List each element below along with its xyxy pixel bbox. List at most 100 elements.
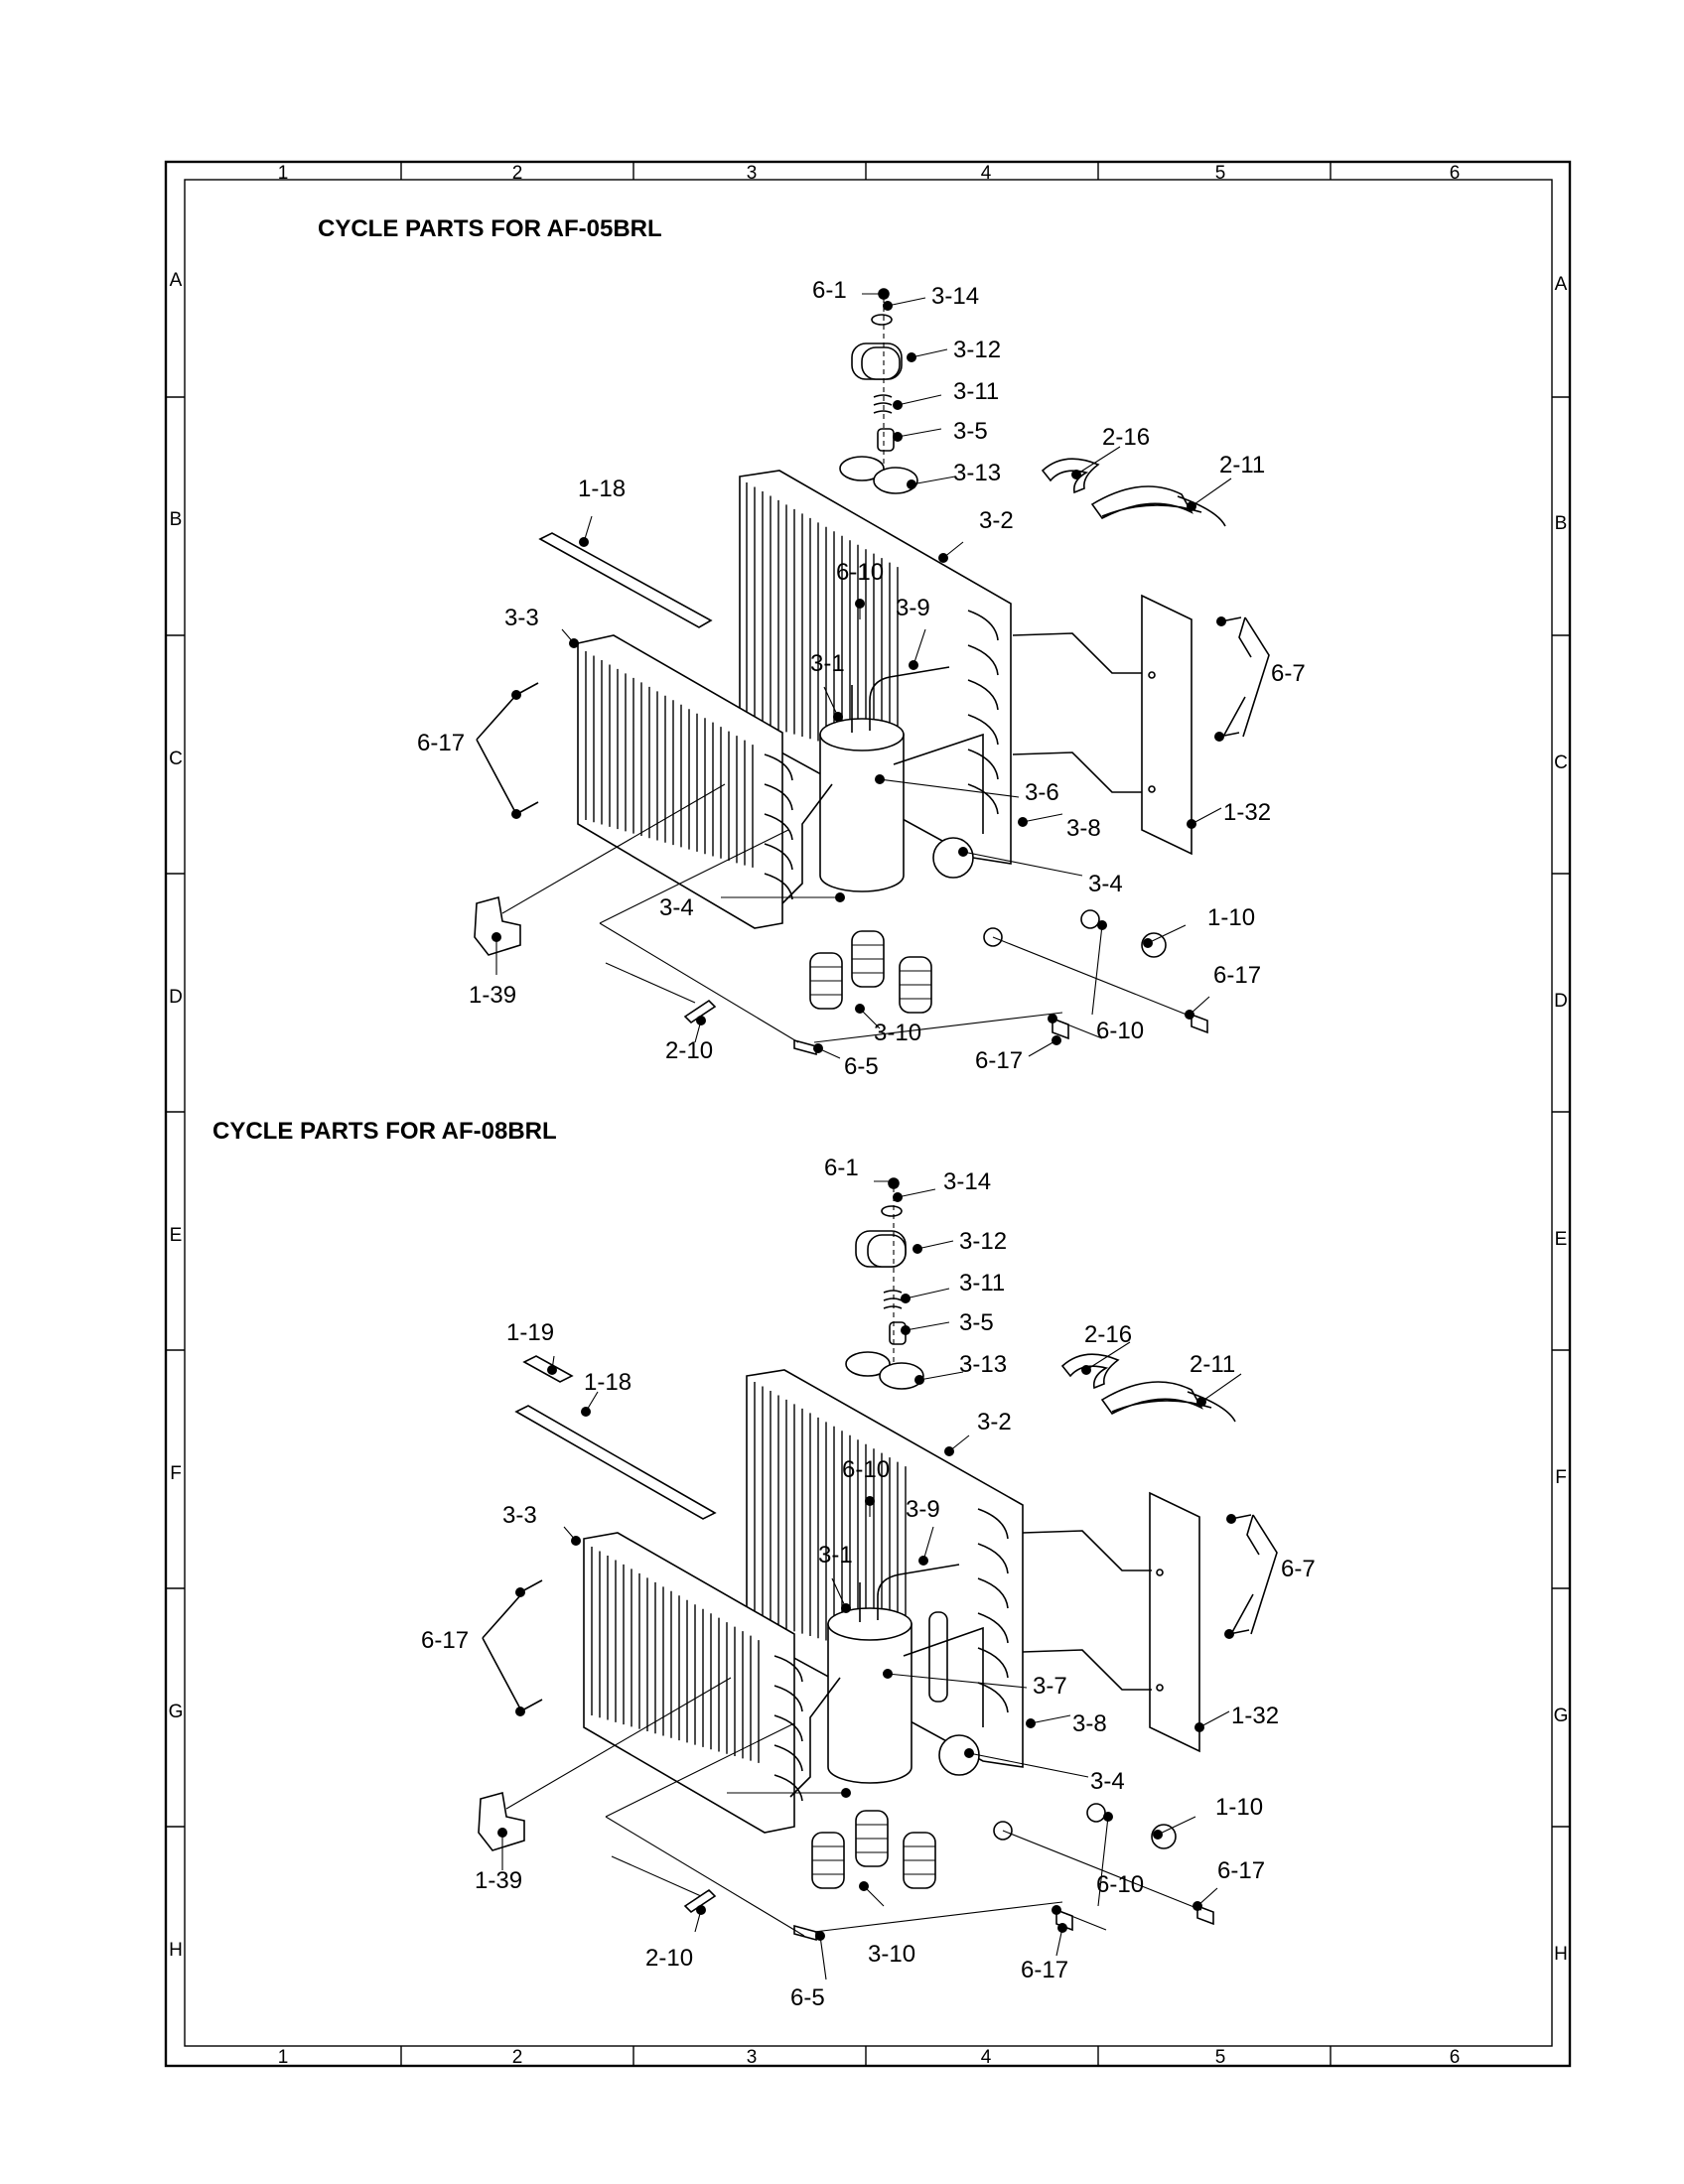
column-label: 2 bbox=[512, 163, 523, 184]
leader-dot bbox=[1143, 938, 1153, 948]
callout: 3-10 bbox=[874, 1020, 921, 1046]
leader-dot bbox=[901, 1325, 911, 1335]
rubber-feet bbox=[811, 1810, 936, 1889]
leader-dot bbox=[1153, 1830, 1163, 1840]
row-label: C bbox=[1554, 752, 1568, 773]
leader-dot bbox=[1194, 1722, 1204, 1732]
leader-dot bbox=[855, 1004, 865, 1014]
leader-dot bbox=[889, 1178, 899, 1188]
compressor bbox=[789, 1564, 984, 1798]
callout: 3-14 bbox=[931, 283, 979, 310]
leader-dot bbox=[875, 774, 885, 784]
leader-dot bbox=[914, 1375, 924, 1385]
leader-dot bbox=[879, 289, 889, 299]
leader-dot bbox=[833, 712, 843, 722]
callout: 2-11 bbox=[1190, 1351, 1235, 1378]
leader-dot bbox=[835, 892, 845, 902]
leader-dot bbox=[581, 1407, 591, 1417]
callout: 2-10 bbox=[665, 1037, 713, 1064]
column-label: 5 bbox=[1215, 2047, 1226, 2068]
leader-dot bbox=[1185, 1010, 1194, 1020]
column-label: 5 bbox=[1215, 163, 1226, 184]
callout: 3-4 bbox=[659, 894, 694, 921]
valve-stack bbox=[845, 1177, 924, 1390]
column-label: 6 bbox=[1450, 163, 1461, 184]
grid-ticks bbox=[166, 162, 1570, 2066]
row-label: A bbox=[1555, 274, 1568, 295]
row-label: B bbox=[170, 509, 183, 530]
row-label: E bbox=[170, 1225, 183, 1246]
leader-dot bbox=[1048, 1014, 1057, 1024]
evaporator-coil bbox=[577, 634, 793, 929]
diagram-af-08brl: CYCLE PARTS FOR AF-08BRL bbox=[212, 1118, 1316, 2011]
leader-dot bbox=[958, 847, 968, 857]
leader-dot bbox=[511, 809, 521, 819]
leader-dot bbox=[1052, 1035, 1061, 1045]
mount-bracket bbox=[474, 895, 521, 956]
strip bbox=[538, 532, 713, 628]
cover-plate bbox=[1141, 594, 1193, 856]
callout: 3-5 bbox=[959, 1309, 994, 1336]
leader-dot bbox=[1097, 920, 1107, 930]
callout: 1-18 bbox=[578, 476, 626, 502]
callout: 3-4 bbox=[1088, 871, 1123, 897]
column-label: 4 bbox=[981, 163, 992, 184]
leader-dot bbox=[907, 352, 916, 362]
row-label: F bbox=[170, 1463, 182, 1484]
callout: 6-7 bbox=[1271, 660, 1306, 687]
row-label: H bbox=[169, 1940, 183, 1961]
diagram-af-05brl: CYCLE PARTS FOR AF-05BRL bbox=[318, 215, 1306, 1080]
condenser-coil bbox=[739, 470, 1012, 865]
part-labels: 6-1 3-14 3-12 3-11 3-5 3-13 2-16 2-11 1-… bbox=[421, 1155, 1316, 2011]
leader-dot bbox=[893, 1192, 903, 1202]
row-label: D bbox=[1554, 991, 1568, 1012]
callout: 6-1 bbox=[812, 277, 847, 304]
column-label: 1 bbox=[278, 163, 289, 184]
callout: 1-10 bbox=[1207, 904, 1255, 931]
callout: 3-11 bbox=[959, 1270, 1005, 1297]
callout: 3-4 bbox=[1090, 1768, 1125, 1795]
callout: 6-10 bbox=[842, 1456, 890, 1483]
leader-dot bbox=[918, 1556, 928, 1566]
rubber-feet bbox=[809, 930, 932, 1014]
zone-labels: 1 2 3 4 5 6 1 2 3 4 5 6 A B C D E F G H … bbox=[169, 163, 1569, 2068]
column-label: 6 bbox=[1450, 2047, 1461, 2068]
callout: 1-32 bbox=[1223, 799, 1271, 826]
leader-dot bbox=[1103, 1812, 1113, 1822]
outer-frame bbox=[164, 160, 1572, 2068]
leader-dot bbox=[579, 537, 589, 547]
leader-dot bbox=[696, 1905, 706, 1915]
compressor bbox=[781, 666, 984, 904]
callout: 3-8 bbox=[1072, 1710, 1107, 1737]
diagram-title: CYCLE PARTS FOR AF-08BRL bbox=[212, 1118, 557, 1145]
leader-dot bbox=[1026, 1718, 1036, 1728]
leader-dot bbox=[944, 1446, 954, 1456]
column-label: 3 bbox=[747, 163, 758, 184]
cable bbox=[1090, 485, 1226, 527]
leader-dot bbox=[1018, 817, 1028, 827]
callout: 3-5 bbox=[953, 418, 988, 445]
leader-dot bbox=[909, 660, 918, 670]
leader-dot bbox=[855, 599, 865, 609]
leader-dot bbox=[511, 690, 521, 700]
leader-dot bbox=[491, 932, 501, 942]
leader-dot bbox=[893, 432, 903, 442]
callout: 3-9 bbox=[896, 595, 930, 621]
callout: 3-12 bbox=[953, 337, 1001, 363]
leader-dot bbox=[1081, 1365, 1091, 1375]
leader-dot bbox=[1071, 470, 1081, 479]
row-label: E bbox=[1555, 1229, 1568, 1250]
callout: 3-9 bbox=[906, 1496, 940, 1523]
callout: 2-11 bbox=[1219, 452, 1265, 478]
callout: 6-10 bbox=[1096, 1871, 1144, 1898]
grid-tick bbox=[166, 162, 1570, 2066]
leader-dot bbox=[696, 1016, 706, 1025]
strip bbox=[514, 1405, 717, 1520]
leader-dot bbox=[883, 1669, 893, 1679]
cover-plate bbox=[1149, 1491, 1200, 1753]
evaporator-coil bbox=[583, 1532, 803, 1834]
bracket bbox=[1041, 458, 1100, 494]
callout: 1-32 bbox=[1231, 1703, 1279, 1729]
callout: 3-1 bbox=[818, 1542, 853, 1569]
